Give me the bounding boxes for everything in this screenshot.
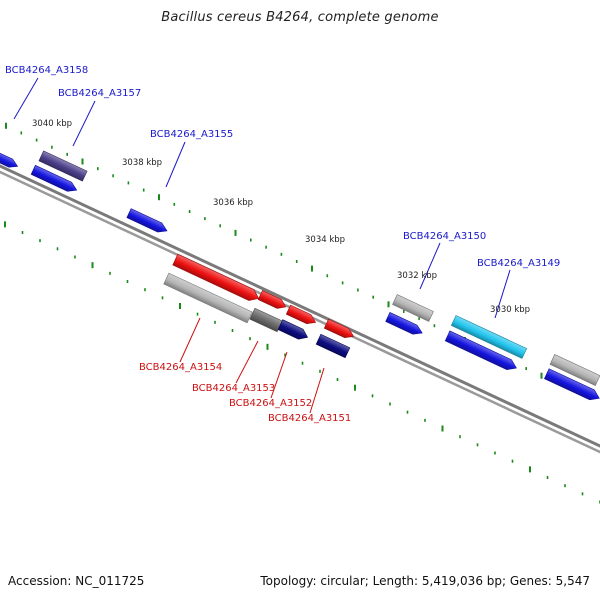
gene-arrow (30, 164, 78, 192)
gene-arrow-BCB4264_A3157-body (38, 150, 88, 182)
gene-arrow-body (0, 149, 19, 168)
genome-stats-text: Topology: circular; Length: 5,419,036 bp… (260, 574, 590, 588)
gene-arrow-body (549, 354, 600, 386)
scale-label: 3040 kbp (32, 119, 72, 129)
gene-labels: BCB4264_A3158BCB4264_A3157BCB4264_A3155B… (5, 65, 560, 424)
gene-arrow (549, 354, 600, 386)
gene-arrow-BCB4264_A3154 (163, 272, 253, 324)
gene-arrow-BCB4264_A3152-body (277, 319, 309, 340)
gene-arrow-body (257, 290, 287, 309)
gene-arrow (257, 290, 287, 309)
gene-leader-line (165, 141, 186, 188)
gene-leader-line (494, 269, 511, 319)
gene-arrow-body (444, 330, 517, 370)
gene-leader-line (235, 340, 259, 384)
gene-arrow-BCB4264_A3149 (450, 315, 528, 359)
gene-label-BCB4264_A3158: BCB4264_A3158 (5, 65, 88, 76)
gene-arrow (323, 318, 355, 339)
scale-label: 3038 kbp (122, 158, 162, 168)
backbone-line (0, 164, 600, 448)
gene-leader-line (13, 77, 39, 120)
scale-label: 3030 kbp (490, 305, 530, 315)
gene-label-BCB4264_A3151: BCB4264_A3151 (268, 413, 351, 424)
scale-labels: 3040 kbp 3038 kbp 3036 kbp 3034 kbp 3032 kbp… (32, 119, 530, 315)
gene-features (0, 149, 600, 401)
gene-label-BCB4264_A3150: BCB4264_A3150 (403, 231, 486, 242)
scale-label: 3036 kbp (213, 198, 253, 208)
gene-arrow-body (543, 368, 600, 401)
gene-arrow-body (172, 253, 260, 301)
gene-arrow-body (30, 164, 78, 192)
gene-arrow-BCB4264_A3150 (392, 294, 434, 322)
gene-arrow-body (323, 318, 355, 339)
gene-arrow-BCB4264_A3152 (277, 319, 309, 340)
gene-label-BCB4264_A3153: BCB4264_A3153 (192, 383, 275, 394)
gene-label-BCB4264_A3155: BCB4264_A3155 (150, 129, 233, 140)
gene-label-BCB4264_A3157: BCB4264_A3157 (58, 88, 141, 99)
gene-arrow-BCB4264_A3149-body (450, 315, 528, 359)
gene-leader-line (72, 100, 96, 147)
gene-arrow-BCB4264_A3155 (126, 208, 168, 233)
gene-arrow (172, 253, 260, 301)
gene-arrow-BCB4264_A3157 (38, 150, 88, 182)
gene-arrow-BCB4264_A3153-body (249, 307, 283, 333)
accession-text: Accession: NC_011725 (8, 574, 145, 588)
gene-arrow-BCB4264_A3151-body (315, 333, 351, 359)
gene-arrow-body (385, 312, 423, 335)
gene-arrow (385, 312, 423, 335)
gene-leader-line (419, 242, 441, 290)
gene-arrow (285, 304, 317, 325)
genome-title: Bacillus cereus B4264, complete genome (161, 10, 439, 25)
gene-arrow-BCB4264_A3154-body (163, 272, 253, 324)
gene-leader-line (270, 351, 288, 399)
gene-arrow (444, 330, 517, 370)
scale-label: 3032 kbp (397, 271, 437, 281)
gene-label-BCB4264_A3149: BCB4264_A3149 (477, 258, 560, 269)
gene-leader-line (179, 317, 201, 363)
gene-arrow-BCB4264_A3150-body (392, 294, 434, 322)
gene-arrow-BCB4264_A3155-body (126, 208, 168, 233)
gene-leader-line (309, 367, 325, 414)
scale-label: 3034 kbp (305, 235, 345, 245)
gene-arrow-BCB4264_A3153 (249, 307, 283, 333)
gene-arrow-body (285, 304, 317, 325)
gene-arrow (0, 149, 19, 168)
gene-label-BCB4264_A3154: BCB4264_A3154 (139, 362, 222, 373)
gene-arrow-BCB4264_A3151 (315, 333, 351, 359)
gene-label-BCB4264_A3152: BCB4264_A3152 (229, 398, 312, 409)
gene-arrow (543, 368, 600, 401)
